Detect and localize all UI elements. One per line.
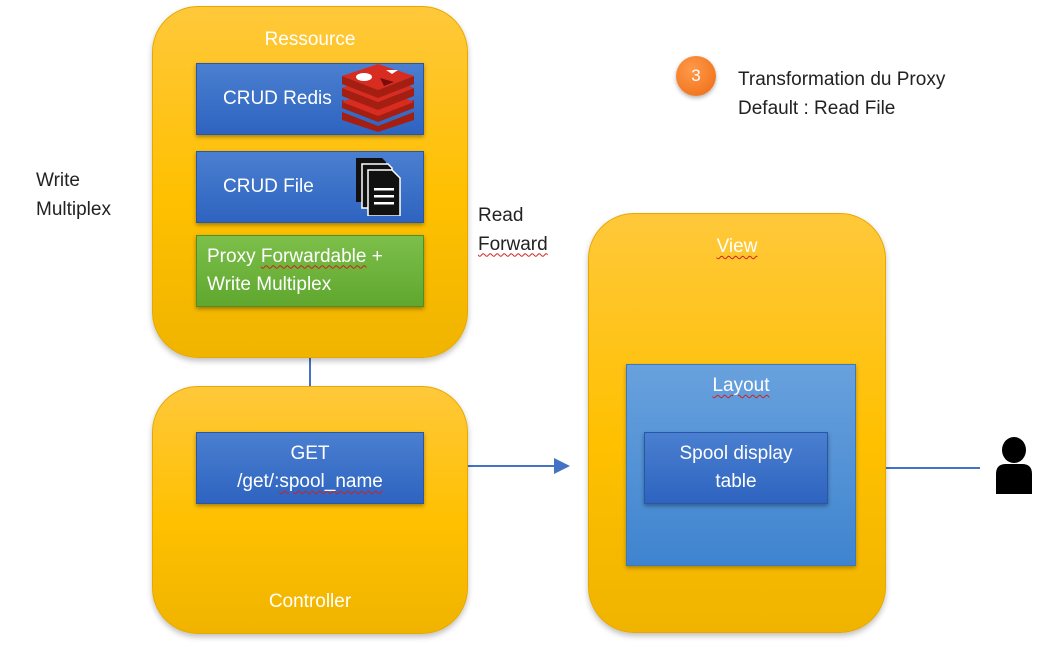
get-method: GET xyxy=(290,442,330,464)
legend-line2: Default : Read File xyxy=(738,97,896,119)
get-endpoint-label: GET /get/:spool_name xyxy=(237,440,383,497)
user-icon xyxy=(996,437,1032,494)
get-path-prefix: /get/: xyxy=(237,471,280,492)
crud-redis-label: CRUD Redis xyxy=(223,87,332,109)
legend-text: Transformation du Proxy Default : Read F… xyxy=(738,66,945,123)
crud-file-label: CRUD File xyxy=(223,175,314,197)
legend-line1: Transformation du Proxy xyxy=(738,69,946,90)
view-title-wrap: View xyxy=(589,236,885,258)
read-label: Read xyxy=(478,205,524,226)
proxy-suffix: + xyxy=(366,245,383,267)
spool-display-table-box[interactable]: Spool display table xyxy=(644,432,828,504)
get-path-param: spool_name xyxy=(279,471,383,492)
documents-icon xyxy=(356,158,401,216)
ressource-title: Ressource xyxy=(264,29,356,50)
multiplex-label: Multiplex xyxy=(36,198,111,220)
proxy-prefix: Proxy xyxy=(207,245,261,267)
spool-line2: table xyxy=(715,471,757,492)
proxy-label: Proxy Forwardable + Write Multiplex xyxy=(207,243,383,300)
layout-title: Layout xyxy=(712,375,770,396)
proxy-forwardable-word: Forwardable xyxy=(260,245,367,267)
proxy-line2: Write Multiplex xyxy=(207,274,332,295)
controller-title: Controller xyxy=(268,591,352,612)
view-title: View xyxy=(716,236,758,257)
step-number: 3 xyxy=(691,66,701,85)
redis-logo-icon xyxy=(342,64,414,132)
layout-title-wrap: Layout xyxy=(627,375,855,397)
proxy-forwardable-box[interactable]: Proxy Forwardable + Write Multiplex xyxy=(196,235,424,307)
controller-group: Controller xyxy=(152,386,468,634)
read-forward-label: Read Forward xyxy=(478,202,548,259)
spool-display-label: Spool display table xyxy=(679,440,792,497)
write-label: Write xyxy=(36,170,80,191)
step-badge: 3 xyxy=(676,56,716,96)
forward-label: Forward xyxy=(478,233,548,255)
get-endpoint-box[interactable]: GET /get/:spool_name xyxy=(196,432,424,504)
write-multiplex-label: Write Multiplex xyxy=(36,167,111,224)
spool-line1: Spool display xyxy=(679,442,793,464)
